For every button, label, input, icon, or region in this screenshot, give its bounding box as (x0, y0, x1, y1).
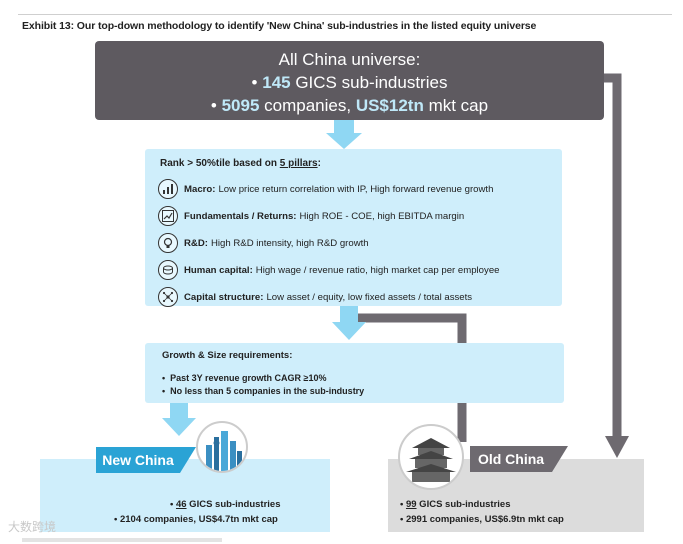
old-china-subindustry-count: 99 (406, 499, 417, 510)
universe-company-count: 5095 (222, 96, 260, 115)
blue-arrow-mid (332, 306, 366, 340)
pillars-box (145, 149, 562, 306)
coins-icon (158, 260, 178, 280)
line-chart-icon (158, 206, 178, 226)
network-icon (158, 287, 178, 307)
source-note-blur (22, 538, 222, 542)
watermark: 大数跨境 (8, 518, 56, 535)
old-china-line-2: • 2991 companies, US$6.9tn mkt cap (400, 514, 564, 525)
old-china-line-1-text: GICS sub-industries (417, 499, 511, 510)
growth-heading: Growth & Size requirements: (162, 350, 292, 361)
pillar-human-capital: Human capital:High wage / revenue ratio,… (158, 259, 500, 281)
blue-arrow-new (162, 403, 196, 436)
old-china-label-tail (552, 446, 568, 472)
pillar-rnd-text: High R&D intensity, high R&D growth (211, 238, 369, 249)
growth-item-1: • Past 3Y revenue growth CAGR ≥10% (162, 373, 326, 383)
new-china-line-1: • 46 GICS sub-industries (170, 499, 281, 510)
growth-item-1-text: Past 3Y revenue growth CAGR ≥10% (170, 373, 326, 383)
pillar-capital-structure-text: Low asset / equity, low fixed assets / t… (266, 292, 472, 303)
pillar-rnd-label: R&D: (184, 238, 208, 249)
universe-subindustry-count: 145 (262, 73, 290, 92)
pillar-macro-label: Macro: (184, 184, 215, 195)
universe-line-2: • 5095 companies, US$12tn mkt cap (95, 94, 604, 117)
grey-arrow-right-path (604, 78, 617, 440)
pillars-heading-prefix: Rank > 50%tile based on (160, 158, 280, 169)
universe-line-1-text: GICS sub-industries (291, 73, 448, 92)
pillar-fundamentals-label: Fundamentals / Returns: (184, 211, 296, 222)
universe-market-cap: US$12tn (356, 96, 424, 115)
growth-item-2: • No less than 5 companies in the sub-in… (162, 386, 364, 396)
bar-chart-icon (158, 179, 178, 199)
pillars-heading-underlined: 5 pillars (280, 158, 318, 169)
new-china-label: New China (96, 447, 180, 473)
old-china-line-1: • 99 GICS sub-industries (400, 499, 511, 510)
universe-heading: All China universe: (95, 48, 604, 71)
pillars-heading-suffix: : (318, 158, 321, 169)
city-skyline-icon (196, 421, 248, 473)
universe-line-2-tail: mkt cap (424, 96, 488, 115)
grey-arrow-right-head (605, 436, 629, 458)
pillar-capital-structure: Capital structure:Low asset / equity, lo… (158, 286, 472, 308)
pillar-capital-structure-label: Capital structure: (184, 292, 263, 303)
pillar-rnd: R&D:High R&D intensity, high R&D growth (158, 232, 369, 254)
blue-arrow-top (326, 120, 362, 149)
universe-line-2-mid: companies, (259, 96, 355, 115)
pillar-macro: Macro:Low price return correlation with … (158, 178, 493, 200)
pagoda-icon (398, 424, 464, 490)
new-china-line-2: • 2104 companies, US$4.7tn mkt cap (114, 514, 278, 525)
new-china-label-tail (180, 447, 196, 473)
pillar-fundamentals-text: High ROE - COE, high EBITDA margin (299, 211, 464, 222)
pillar-fundamentals: Fundamentals / Returns:High ROE - COE, h… (158, 205, 464, 227)
pillars-heading: Rank > 50%tile based on 5 pillars: (160, 158, 321, 169)
pillar-human-capital-label: Human capital: (184, 265, 253, 276)
all-china-universe-box: All China universe: • 145 GICS sub-indus… (95, 41, 604, 120)
growth-item-2-text: No less than 5 companies in the sub-indu… (170, 386, 364, 396)
old-china-label: Old China (470, 446, 552, 472)
pillar-macro-text: Low price return correlation with IP, Hi… (218, 184, 493, 195)
new-china-subindustry-count: 46 (176, 499, 187, 510)
pillar-human-capital-text: High wage / revenue ratio, high market c… (256, 265, 500, 276)
lightbulb-icon (158, 233, 178, 253)
new-china-line-1-text: GICS sub-industries (187, 499, 281, 510)
universe-line-1: • 145 GICS sub-industries (95, 71, 604, 94)
